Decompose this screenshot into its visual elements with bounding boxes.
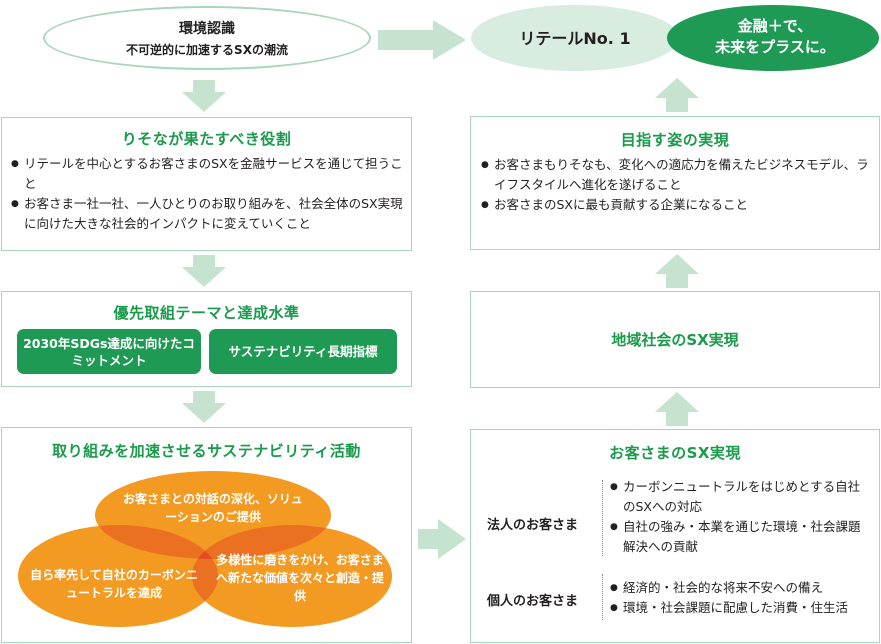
regional-title: 地域社会のSX実現	[611, 331, 739, 349]
corporate-list: カーボンニュートラルをはじめとする自社のSXへの対応 自社の強み・本業を通じた環…	[610, 477, 872, 557]
arrow-down-2	[182, 255, 226, 287]
individual-list: 経済的・社会的な将来不安への備え 環境・社会課題に配慮した消費・住生活	[610, 578, 872, 618]
customer-box: お客さまのSX実現 法人のお客さま カーボンニュートラルをはじめとする自社のSX…	[470, 429, 880, 643]
role-box: りそなが果たすべき役割 リテールを中心とするお客さまのSXを金融サービスを通じて…	[1, 117, 412, 251]
corporate-label: 法人のお客さま	[487, 518, 579, 533]
pill-long-term-indicators: サステナビリティ長期指標	[209, 329, 397, 374]
goal-item: お客さまもりそなも、変化への適応力を備えたビジネスモデル、ライフスタイルへ進化を…	[481, 155, 873, 195]
individual-divider	[602, 574, 603, 620]
arrow-right-top	[378, 20, 466, 60]
finance-label: 金融＋で、 未来をプラスに。	[685, 10, 865, 64]
individual-item: 環境・社会課題に配慮した消費・住生活	[610, 598, 872, 618]
retail-finance-ellipses	[471, 5, 879, 71]
corporate-item: カーボンニュートラルをはじめとする自社のSXへの対応	[610, 477, 872, 517]
role-title: りそなが果たすべき役割	[121, 130, 292, 148]
goal-list: お客さまもりそなも、変化への適応力を備えたビジネスモデル、ライフスタイルへ進化を…	[481, 155, 873, 215]
customer-title: お客さまのSX実現	[609, 444, 741, 462]
awareness-subtitle: 不可逆的に加速するSXの潮流	[126, 43, 288, 57]
awareness-ellipse: 環境認識 不可逆的に加速するSXの潮流	[43, 6, 371, 70]
goal-box: 目指す姿の実現 お客さまもりそなも、変化への適応力を備えたビジネスモデル、ライフ…	[470, 116, 880, 250]
retail-label: リテールNo. 1	[519, 29, 631, 48]
finance-line1: 金融＋で、	[737, 17, 813, 35]
corporate-item: 自社の強み・本業を通じた環境・社会課題解決への貢献	[610, 517, 872, 557]
venn-top-label: お客さまとの対話の深化、ソリューションのご提供	[123, 492, 303, 524]
role-item: お客さま一社一社、一人ひとりのお取り組みを、社会全体のSX実現に向けた大きな社会…	[11, 194, 406, 234]
venn-right-label: 多様性に磨きをかけ、お客さまへ新たな価値を次々と創造・提供	[216, 553, 385, 603]
priority-title: 優先取組テーマと達成水準	[113, 304, 300, 322]
arrow-down-3	[182, 391, 226, 423]
role-list: リテールを中心とするお客さまのSXを金融サービスを通じて担うこと お客さま一社一…	[11, 154, 406, 234]
individual-item: 経済的・社会的な将来不安への備え	[610, 578, 872, 598]
goal-item: お客さまのSXに最も貢献する企業になること	[481, 195, 873, 215]
finance-line2: 未来をプラスに。	[715, 38, 835, 56]
arrow-up-1	[655, 78, 699, 112]
awareness-title: 環境認識	[179, 21, 235, 37]
arrow-up-2	[655, 254, 699, 288]
pill-sdgs-commitment: 2030年SDGs達成に向けたコミットメント	[17, 329, 201, 374]
regional-box: 地域社会のSX実現	[470, 291, 880, 388]
priority-box: 優先取組テーマと達成水準 2030年SDGs達成に向けたコミットメント サステナ…	[1, 291, 412, 387]
role-item: リテールを中心とするお客さまのSXを金融サービスを通じて担うこと	[11, 154, 406, 194]
arrow-right-bottom	[418, 519, 466, 559]
venn-left-label: 自ら率先して自社のカーボンニュートラルを達成	[30, 568, 198, 600]
arrow-up-3	[655, 392, 699, 426]
arrow-down-1	[182, 80, 226, 112]
venn-diagram	[18, 471, 392, 627]
activities-title: 取り組みを加速させるサステナビリティ活動	[52, 442, 361, 460]
individual-label: 個人のお客さま	[487, 594, 579, 609]
goal-title: 目指す姿の実現	[620, 131, 730, 149]
corporate-divider	[602, 480, 603, 556]
activities-box: 取り組みを加速させるサステナビリティ活動 お客さまとの対話の深化、ソリューション…	[1, 427, 412, 643]
